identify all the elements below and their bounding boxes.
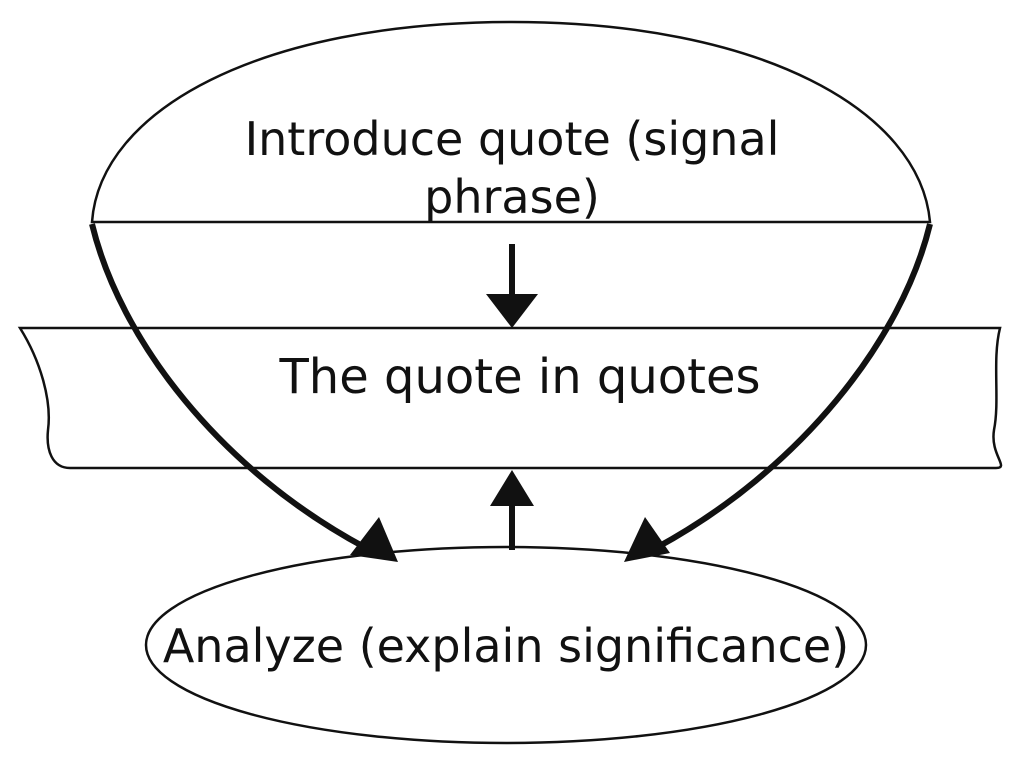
left-curved-arrowhead <box>350 517 398 562</box>
right-curved-arrow <box>654 223 933 551</box>
top-node-label-line1: Introduce quote (signal <box>245 112 780 166</box>
up-arrowhead <box>490 470 534 506</box>
bottom-node-ellipse <box>144 545 868 745</box>
left-curved-arrow <box>89 223 368 551</box>
down-arrowhead <box>486 294 538 328</box>
top-node-label-line2: phrase) <box>424 170 600 224</box>
right-curved-arrowhead <box>624 517 670 562</box>
middle-node-label: The quote in quotes <box>278 349 760 405</box>
middle-node-banner <box>17 326 1003 470</box>
top-node-dome <box>90 20 932 224</box>
bottom-node-label: Analyze (explain significance) <box>163 619 849 673</box>
